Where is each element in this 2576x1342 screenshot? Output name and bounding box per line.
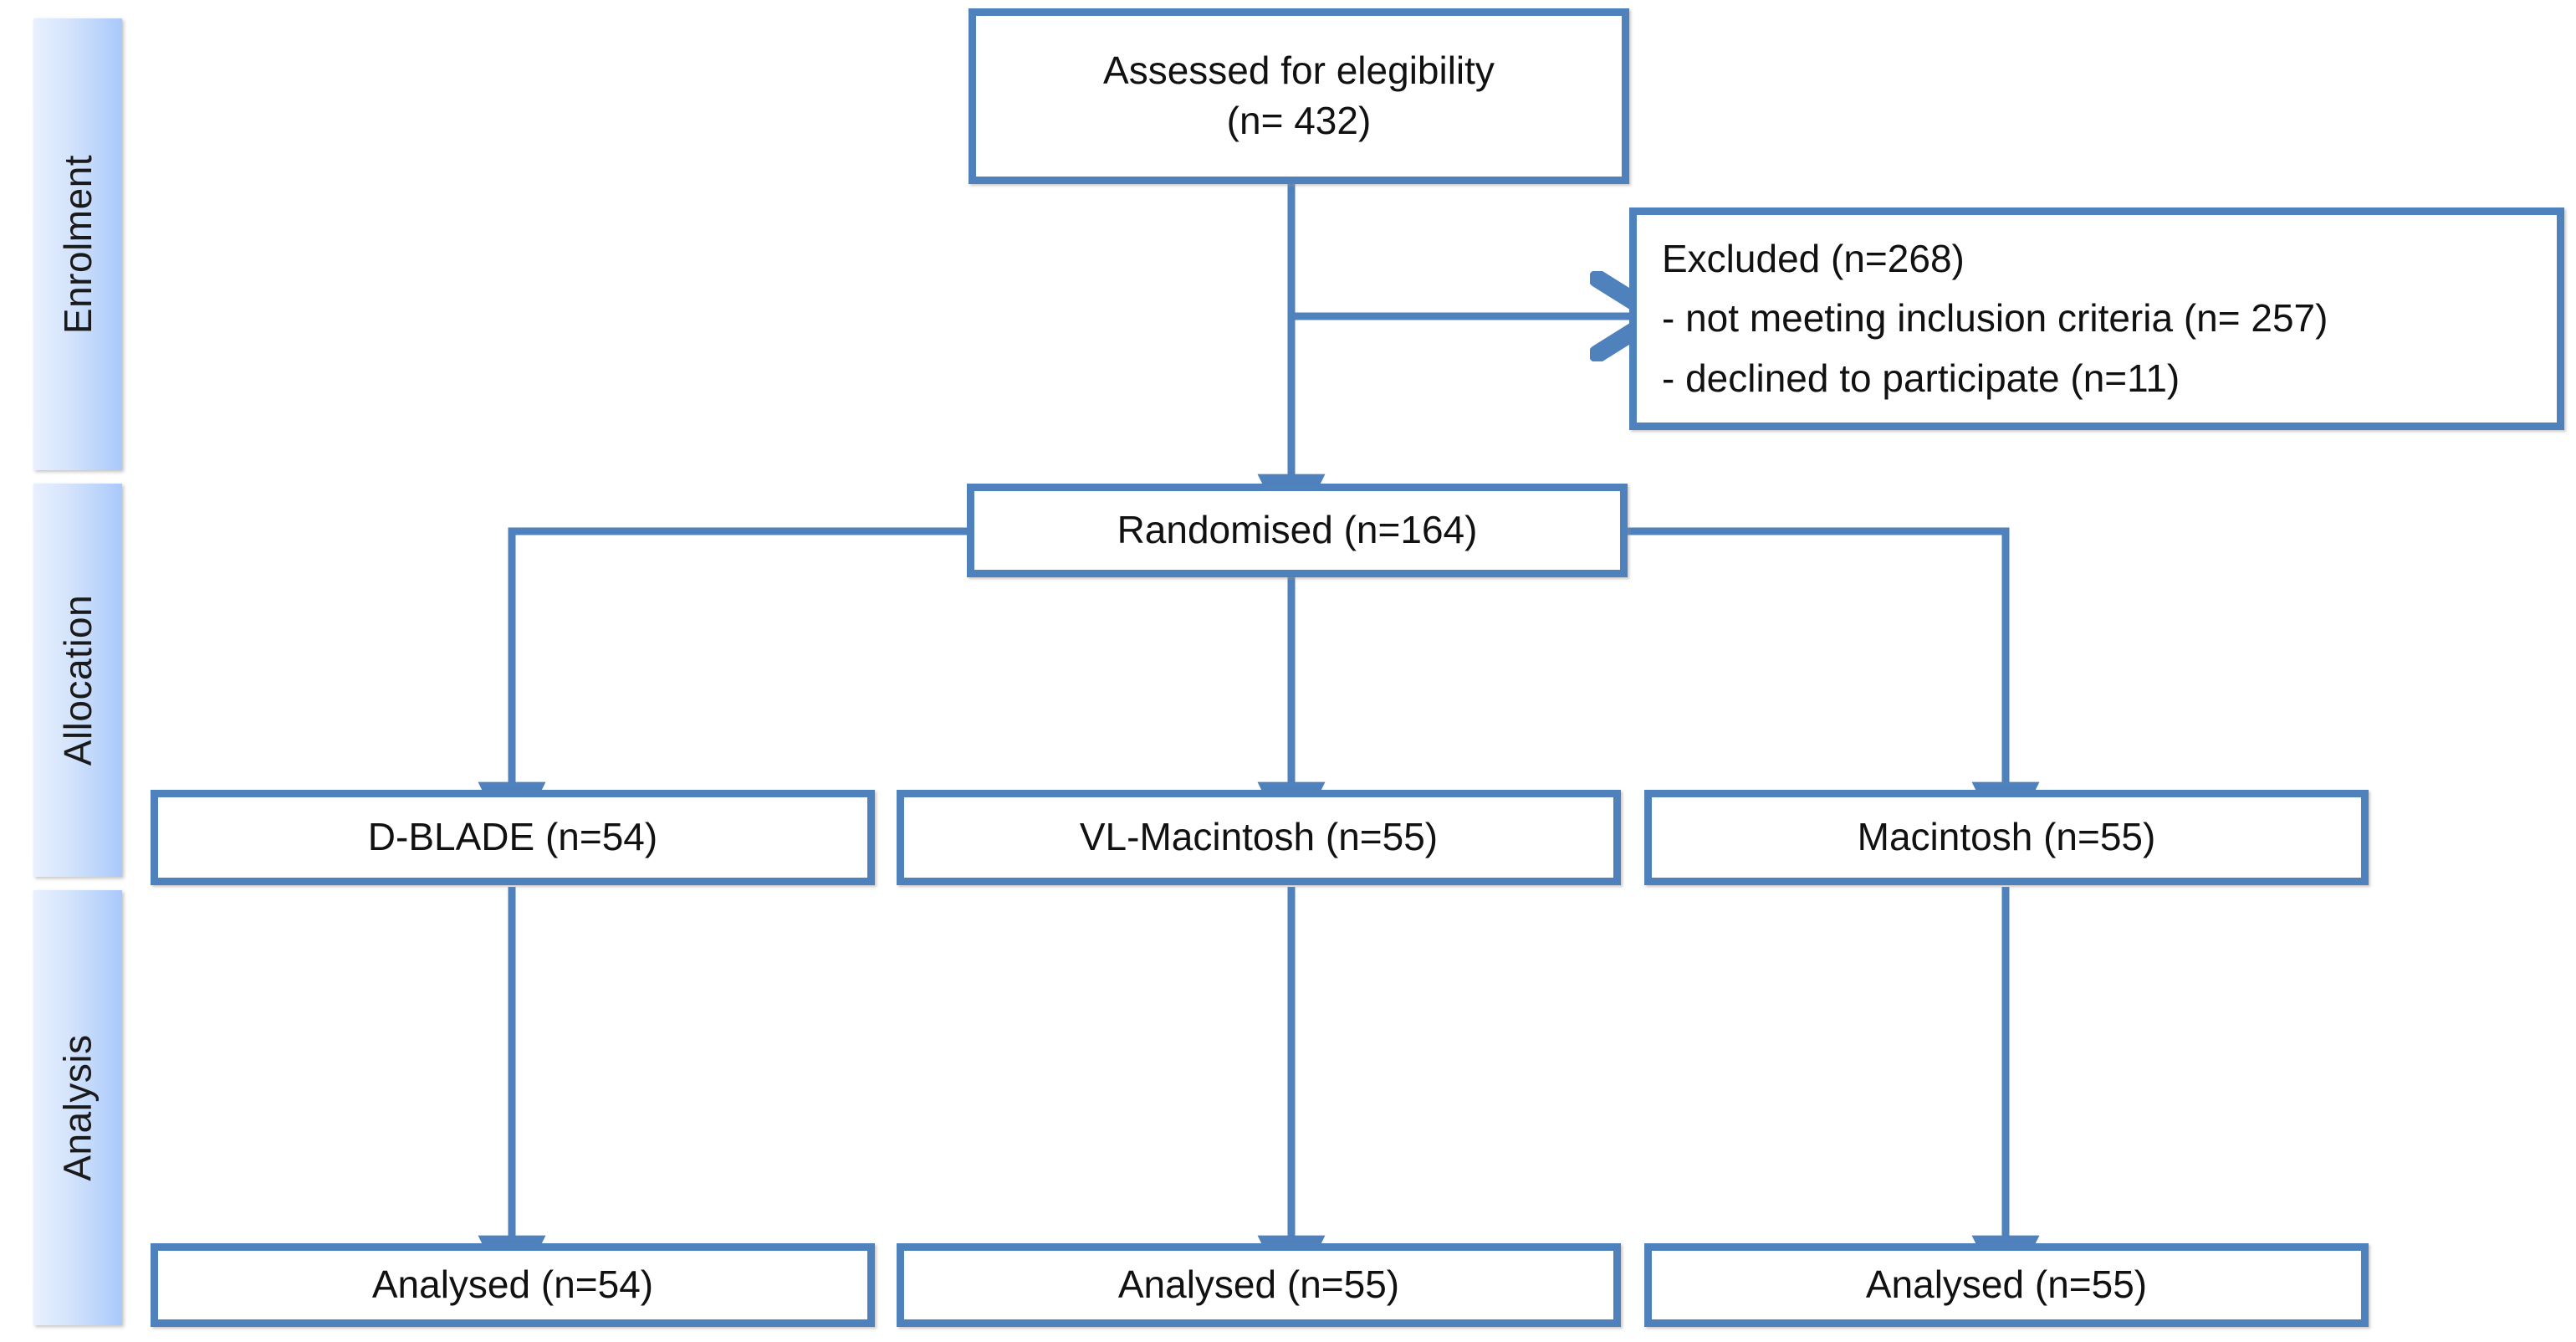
node-analysed-macintosh-label: Analysed (n=55)	[1865, 1263, 2148, 1307]
node-allocation-vl-macintosh: VL-Macintosh (n=55)	[897, 790, 1621, 885]
node-allocation-vl-macintosh-label: VL-Macintosh (n=55)	[1079, 815, 1439, 859]
stage-label-enrolment: Enrolment	[56, 154, 100, 335]
node-allocation-d-blade-label: D-BLADE (n=54)	[367, 815, 658, 859]
edge-randomised-to-dblade	[478, 527, 970, 850]
node-assessed-for-eligibility: Assessed for elegibility (n= 432)	[969, 8, 1629, 184]
node-allocation-macintosh: Macintosh (n=55)	[1644, 790, 2369, 885]
node-assessed-label: Assessed for elegibility (n= 432)	[1103, 49, 1495, 142]
stage-label-analysis: Analysis	[56, 1034, 100, 1181]
edge-randomised-to-macintosh	[1566, 527, 2040, 850]
stage-bar-allocation: Allocation	[33, 484, 122, 877]
node-allocation-d-blade: D-BLADE (n=54)	[151, 790, 875, 885]
node-analysed-vl-macintosh-label: Analysed (n=55)	[1117, 1263, 1400, 1307]
node-excluded-label: Excluded (n=268) - not meeting inclusion…	[1662, 237, 2328, 400]
node-analysed-macintosh: Analysed (n=55)	[1644, 1243, 2369, 1327]
node-allocation-macintosh-label: Macintosh (n=55)	[1857, 815, 2156, 859]
node-excluded: Excluded (n=268) - not meeting inclusion…	[1629, 207, 2564, 430]
stage-bar-enrolment: Enrolment	[33, 18, 122, 470]
node-analysed-d-blade-label: Analysed (n=54)	[371, 1263, 654, 1307]
node-randomised-label: Randomised (n=164)	[1117, 508, 1478, 552]
node-analysed-d-blade: Analysed (n=54)	[151, 1243, 875, 1327]
node-randomised: Randomised (n=164)	[967, 484, 1628, 577]
stage-label-allocation: Allocation	[56, 594, 100, 766]
stage-bar-analysis: Analysis	[33, 890, 122, 1325]
node-analysed-vl-macintosh: Analysed (n=55)	[897, 1243, 1621, 1327]
